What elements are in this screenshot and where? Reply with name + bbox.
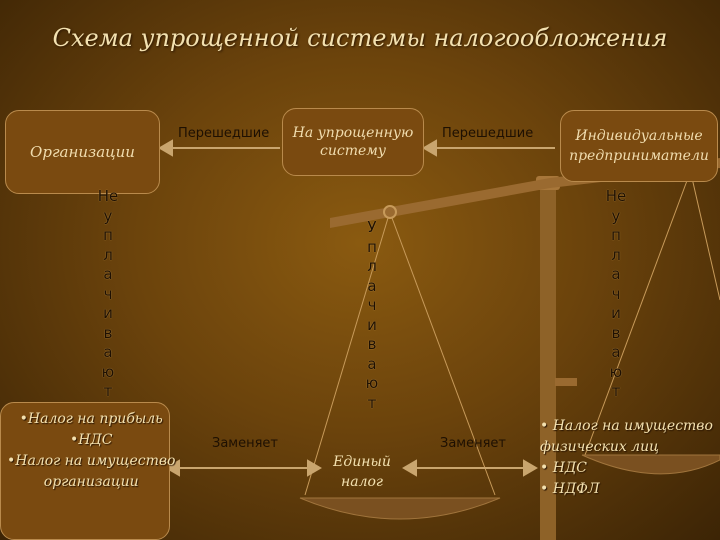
box-individual-entrepreneurs: Индивидуальные предприниматели: [560, 110, 718, 182]
box-left-taxes: •Налог на прибыль •НДС •Налог на имущест…: [0, 402, 175, 540]
label-transitioned-left: Перешедшие: [178, 126, 270, 141]
box-organizations-label: Организации: [30, 143, 135, 161]
arrow-right-top: [422, 139, 555, 157]
scale-pan-left: [299, 497, 501, 520]
box-individual-entrepreneurs-label: Индивидуальные предприниматели: [569, 128, 709, 164]
arrow-double-right-bottom: [402, 459, 538, 477]
box-organizations: Организации: [5, 110, 160, 194]
left-tax-list: •Налог на прибыль •НДС •Налог на имущест…: [7, 409, 175, 493]
left-tax-item: •Налог на имущество: [7, 453, 176, 469]
right-tax-item: • Налог на имущество: [540, 418, 713, 434]
right-tax-item: • НДС: [540, 460, 588, 476]
label-transitioned-right: Перешедшие: [442, 126, 534, 141]
label-replaces-left: Заменяет: [212, 436, 278, 451]
right-tax-item: • НДФЛ: [540, 481, 600, 497]
right-tax-item: физических лиц: [540, 439, 659, 455]
arrow-left-top: [158, 139, 280, 157]
left-tax-item: •Налог на прибыль: [19, 411, 163, 427]
single-tax-label: Единый налог: [333, 454, 391, 490]
arrow-double-left-bottom: [165, 459, 322, 477]
left-tax-item: •НДС: [69, 432, 113, 448]
right-tax-list: • Налог на имущество физических лиц • НД…: [540, 416, 713, 500]
box-simplified-system-label: На упрощенную систему: [292, 125, 414, 159]
left-tax-item: организации: [43, 474, 139, 490]
slide-title: Схема упрощенной системы налогообложения: [52, 24, 668, 52]
label-replaces-right: Заменяет: [440, 436, 506, 451]
box-simplified-system: На упрощенную систему: [282, 108, 424, 176]
scale-pillar: [540, 180, 556, 540]
